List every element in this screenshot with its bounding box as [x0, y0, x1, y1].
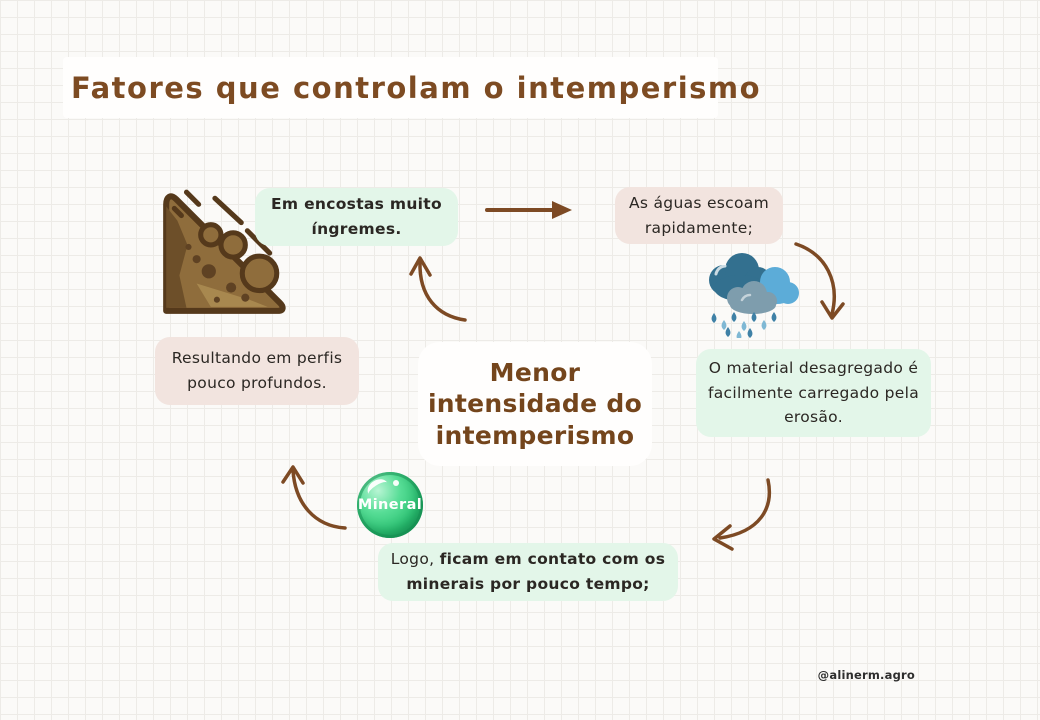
raindrops-light	[721, 320, 767, 338]
central-conclusion-line3: intemperismo	[435, 420, 635, 450]
node-mineral-contact-text: Logo, ficam em contato com os minerais p…	[388, 547, 668, 597]
node-steep-slopes-text: Em encostas muito íngremes.	[271, 195, 442, 238]
sphere-shine-dot	[393, 480, 399, 486]
arrow-curve-up-left-icon	[281, 465, 347, 530]
node-mineral-contact: Logo, ficam em contato com os minerais p…	[378, 543, 678, 601]
landslide-icon	[163, 189, 286, 314]
contact-prefix: Logo,	[390, 550, 435, 569]
node-steep-slopes: Em encostas muito íngremes.	[255, 188, 458, 246]
arrow-curve-up-icon	[409, 256, 467, 322]
node-water-runoff-text: As águas escoam rapidamente;	[629, 193, 769, 237]
arrow-right-icon	[485, 201, 572, 219]
central-conclusion-line1: Menor	[489, 358, 581, 388]
arrow-curve-down-icon	[794, 242, 845, 320]
node-shallow-profiles: Resultando em perfis pouco profundos.	[155, 337, 359, 405]
mineral-label: Mineral	[357, 497, 423, 513]
node-eroded-material-text: O material desagregado é facilmente carr…	[707, 358, 920, 427]
page-title: Fatores que controlam o intemperismo	[71, 70, 762, 105]
mineral-sphere: Mineral	[357, 472, 423, 538]
node-eroded-material: O material desagregado é facilmente carr…	[696, 349, 931, 437]
node-water-runoff: As águas escoam rapidamente;	[615, 187, 783, 244]
raindrops	[711, 312, 777, 338]
rain-cloud-icon	[709, 253, 799, 338]
contact-emphasis: ficam em contato com os minerais por pou…	[406, 550, 666, 593]
watermark: @alinerm.agro	[817, 668, 915, 682]
title-background: Fatores que controlam o intemperismo	[63, 57, 760, 118]
arrow-curve-left-icon	[712, 478, 771, 551]
central-conclusion: Menor intensidade do intemperismo	[418, 342, 652, 466]
central-conclusion-line2: intensidade do	[427, 389, 643, 419]
node-shallow-profiles-text: Resultando em perfis pouco profundos.	[171, 349, 343, 392]
